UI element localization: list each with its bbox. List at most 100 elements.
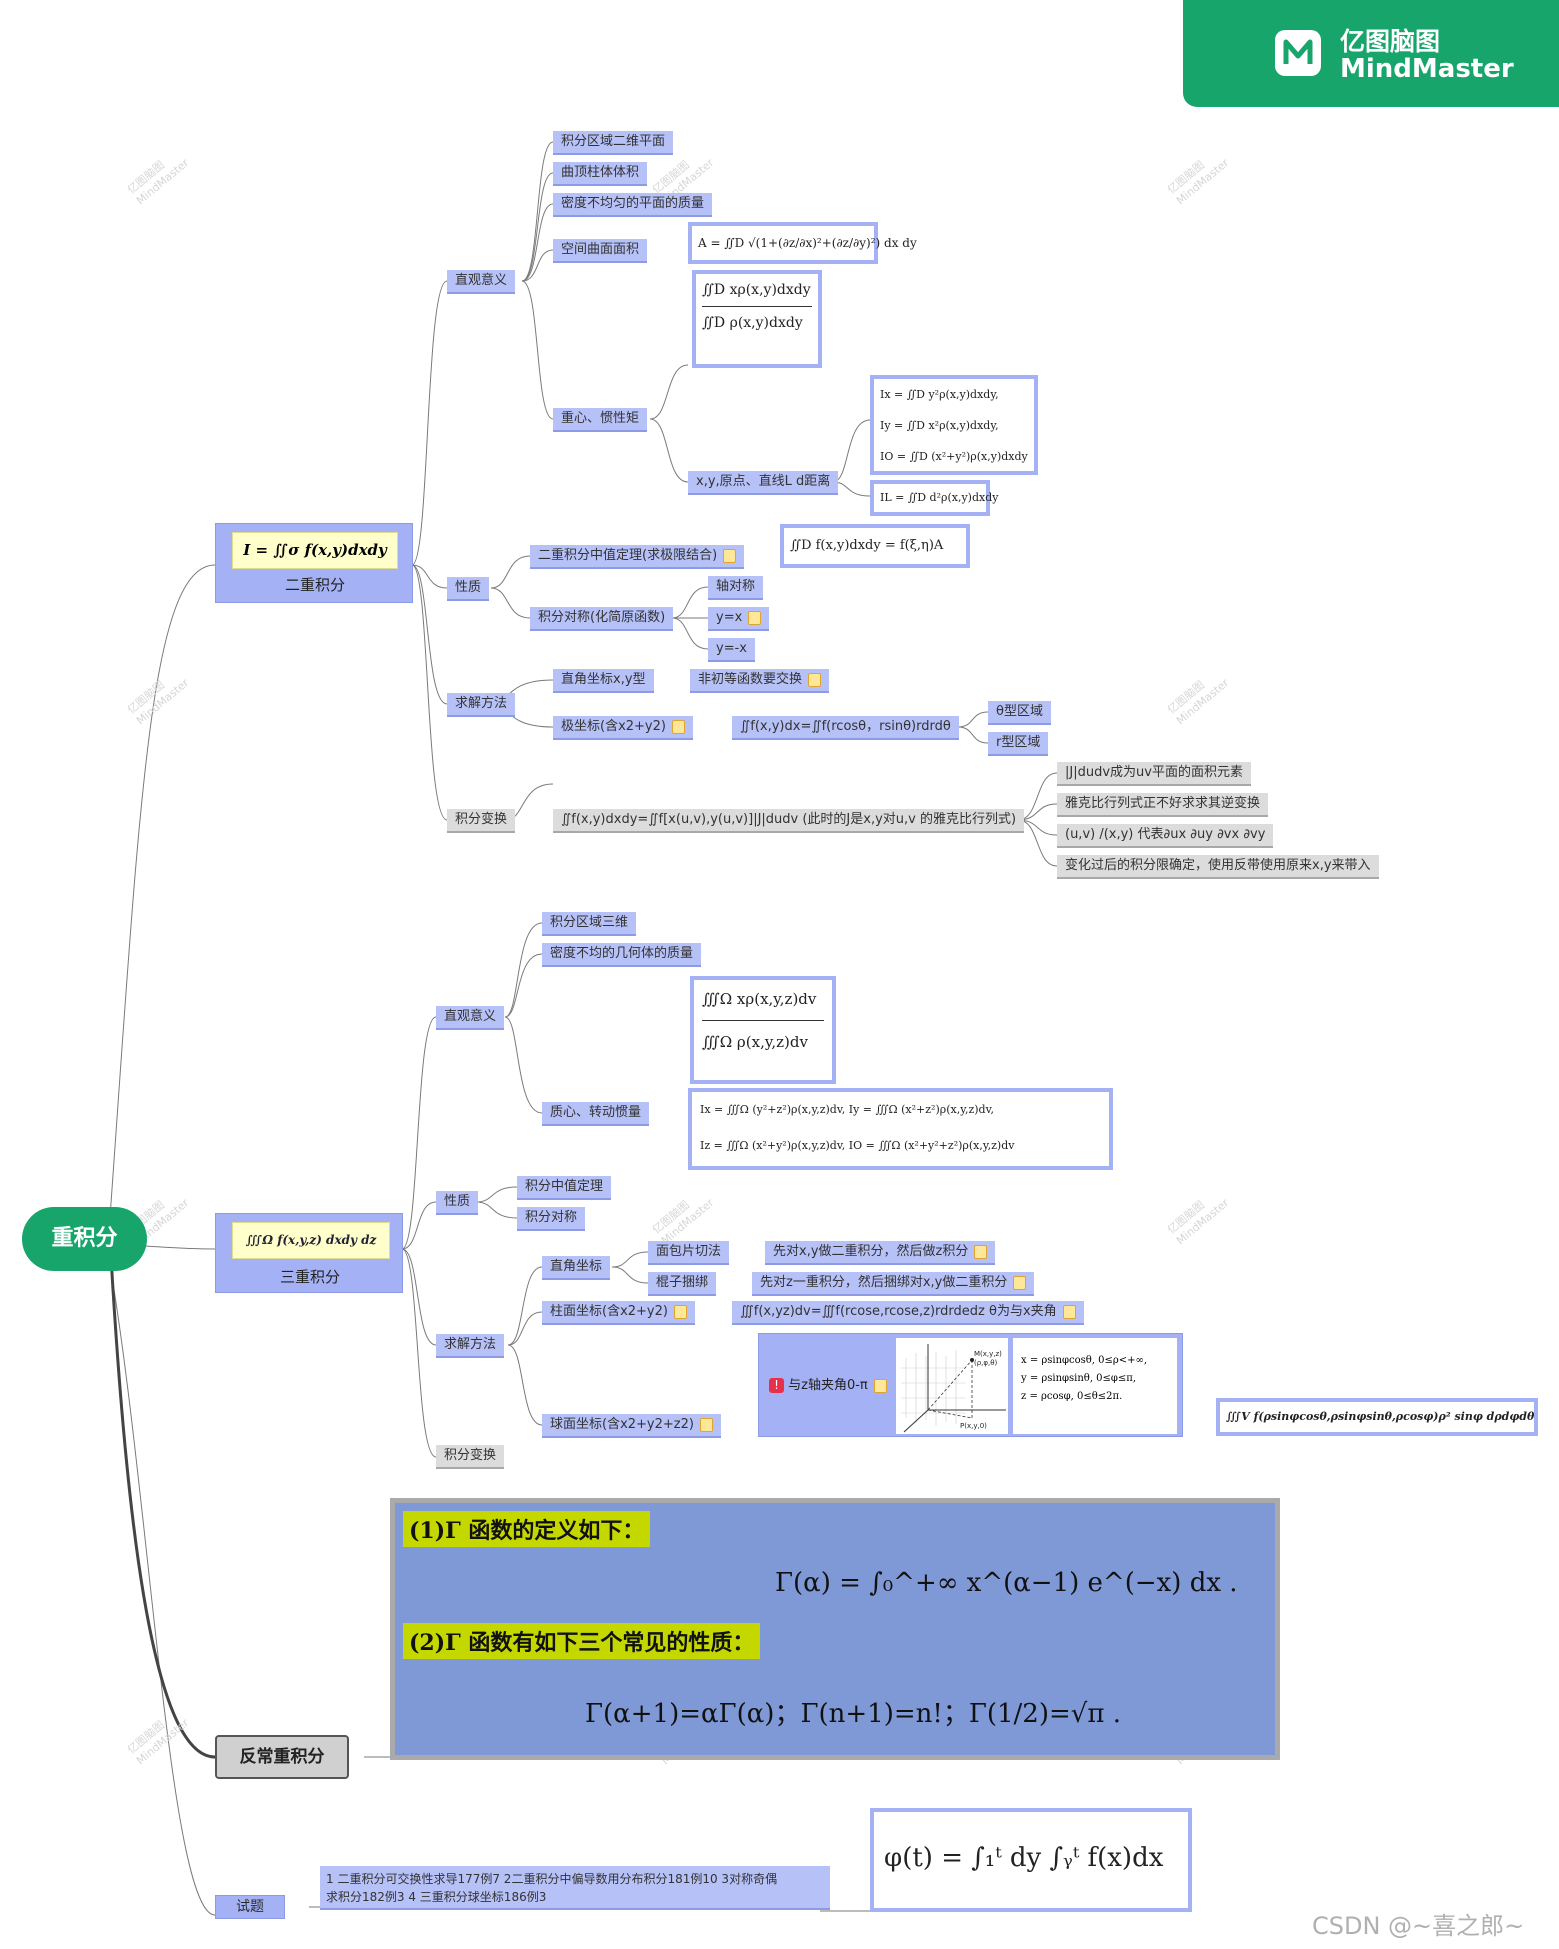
footer-credit: CSDN @~喜之郎~ (1312, 1912, 1525, 1940)
note-icon[interactable] (723, 548, 737, 563)
exam-text-line-2: 求积分182例3 4 三重积分球坐标186例3 (326, 1890, 547, 1904)
inertia-row: Iz = ∭Ω (x²+y²)ρ(x,y,z)dv, IO = ∭Ω (x²+y… (700, 1139, 1015, 1152)
triple-inertia-formulas: Ix = ∭Ω (y²+z²)ρ(x,y,z)dv, Iy = ∭Ω (x²+z… (688, 1088, 1113, 1170)
stick-note[interactable]: 先对z一重积分，然后捆绑对x,y做二重积分 (752, 1272, 1035, 1296)
note-icon[interactable] (873, 1378, 887, 1393)
cylinder-coord[interactable]: 柱面坐标(含x2+y2) (542, 1301, 695, 1325)
inertia-iy: Iy = ∬D x²ρ(x,y)dxdy, (880, 419, 999, 432)
slice-note[interactable]: 先对x,y做二重积分，然后做z积分 (765, 1241, 996, 1265)
sphere-angle-note: ! 与z轴夹角0-π (769, 1374, 887, 1393)
centroid-inertia[interactable]: 重心、惯性矩 (553, 408, 648, 432)
meaning-item[interactable]: 曲顶柱体体积 (553, 162, 648, 186)
transform-note[interactable]: |J|dudv成为uv平面的面积元素 (1057, 762, 1251, 786)
cylinder-text: 柱面坐标(含x2+y2) (550, 1304, 668, 1319)
symmetry-label[interactable]: 积分对称(化简原函数) (530, 607, 674, 631)
sphere-note-text: 与z轴夹角0-π (788, 1378, 868, 1393)
gamma-properties: Γ(α+1)=αΓ(α)；Γ(n+1)=n!；Γ(1/2)=√π . (585, 1699, 1121, 1729)
mvt-text: 二重积分中值定理(求极限结合) (538, 548, 718, 563)
note-icon[interactable] (673, 1304, 687, 1319)
mvt-formula: ∬D f(x,y)dxdy = f(ξ,η)A (780, 524, 970, 568)
note-icon[interactable] (974, 1244, 988, 1259)
inertia-ix: Ix = ∬D y²ρ(x,y)dxdy, (880, 388, 999, 401)
centroid-denominator: ∭Ω ρ(x,y,z)dv (702, 1033, 808, 1051)
sphere-eq-x: x = ρsinφcosθ, 0≤ρ<+∞, (1021, 1355, 1148, 1366)
point-m (970, 1358, 974, 1362)
rect-coord[interactable]: 直角坐标x,y型 (553, 669, 654, 693)
note-icon[interactable] (671, 719, 685, 734)
alert-icon: ! (769, 1378, 784, 1393)
triple-integral-topic[interactable]: ∭Ω f(x,y,z) dxdy dz 三重积分 (215, 1213, 403, 1293)
property-item[interactable]: 积分中值定理 (517, 1176, 612, 1200)
gamma-heading-2: (2)Γ 函数有如下三个常见的性质： (403, 1623, 761, 1659)
rect-coord[interactable]: 直角坐标 (542, 1256, 611, 1280)
symmetry-item[interactable]: y=x (708, 607, 770, 631)
sphere-text: 球面坐标(含x2+y2+z2) (550, 1417, 694, 1432)
inertia-io: IO = ∬D (x²+y²)ρ(x,y)dxdy (880, 450, 1028, 463)
region-type[interactable]: r型区域 (988, 732, 1049, 756)
surface-area-formula: A = ∬D √(1+(∂z/∂x)²+(∂z/∂y)²) dx dy (688, 222, 917, 264)
note-icon[interactable] (1062, 1304, 1076, 1319)
sphere-integral-formula: ∭V f(ρsinφcosθ,ρsinφsinθ,ρcosφ)ρ² sinφ d… (1216, 1398, 1538, 1436)
centroid-formula: ∬D xρ(x,y)dxdy ∬D ρ(x,y)dxdy (692, 270, 822, 368)
polar-formula[interactable]: ∬f(x,y)dx=∬f(rcosθ，rsinθ)rdrdθ (732, 716, 959, 740)
polar-coord[interactable]: 极坐标(含x2+y2) (553, 716, 693, 740)
double-method[interactable]: 求解方法 (447, 693, 516, 717)
sphere-eq-y: y = ρsinφsinθ, 0≤φ≤π, (1021, 1373, 1137, 1384)
symmetry-item[interactable]: 轴对称 (708, 576, 764, 600)
gamma-definition: Γ(α) = ∫₀^+∞ x^(α−1) e^(−x) dx . (775, 1568, 1238, 1598)
mindmaster-logo-icon (1275, 30, 1321, 76)
double-property[interactable]: 性质 (447, 577, 490, 601)
sphere-coord[interactable]: 球面坐标(含x2+y2+z2) (542, 1414, 721, 1438)
double-integral-topic[interactable]: I = ∬σ f(x,y)dxdy 二重积分 (215, 523, 413, 603)
double-meaning[interactable]: 直观意义 (447, 270, 516, 294)
distance-label[interactable]: x,y,原点、直线L d距离 (688, 471, 839, 495)
symmetry-item[interactable]: y=-x (708, 638, 755, 662)
root-topic[interactable]: 重积分 (22, 1207, 147, 1271)
point-m-polar-label: (ρ,φ,θ) (974, 1359, 998, 1367)
transform-note[interactable]: 变化过后的积分限确定，使用反带使用原来x,y来带入 (1057, 855, 1379, 879)
triple-method[interactable]: 求解方法 (436, 1334, 505, 1358)
triple-integral-formula: ∭Ω f(x,y,z) dxdy dz (232, 1222, 390, 1259)
transform-note[interactable]: 雅克比行列式正不好求求其逆变换 (1057, 793, 1269, 817)
transform-formula[interactable]: ∬f(x,y)dxdy=∬f[x(u,v),y(u,v)]|J|dudv (此时… (553, 809, 1025, 833)
property-item[interactable]: 积分对称 (517, 1207, 586, 1231)
exam-topic[interactable]: 试题 (215, 1895, 285, 1919)
double-integral-formula: I = ∬σ f(x,y)dxdy (232, 532, 398, 569)
mvt-label[interactable]: 二重积分中值定理(求极限结合) (530, 545, 745, 569)
triple-meaning[interactable]: 直观意义 (436, 1006, 505, 1030)
sphere-equations: x = ρsinφcosθ, 0≤ρ<+∞, y = ρsinφsinθ, 0≤… (1013, 1338, 1177, 1434)
region-type[interactable]: θ型区域 (988, 701, 1051, 725)
note-icon[interactable] (748, 610, 762, 625)
meaning-item[interactable]: 积分区域二维平面 (553, 131, 674, 155)
mindmaster-logo: 亿图脑图 MindMaster (1183, 0, 1559, 107)
double-integral-label: 二重积分 (284, 576, 345, 594)
centroid-denominator: ∬D ρ(x,y)dxdy (702, 315, 803, 331)
note-icon[interactable] (1013, 1275, 1027, 1290)
brand-name-en: MindMaster (1340, 54, 1514, 84)
triple-property[interactable]: 性质 (436, 1191, 479, 1215)
triple-transform[interactable]: 积分变换 (436, 1445, 505, 1469)
centroid-numerator: ∬D xρ(x,y)dxdy (702, 282, 811, 298)
gamma-heading-1: (1)Γ 函数的定义如下： (403, 1511, 651, 1547)
triple-inertia-label[interactable]: 质心、转动惯量 (542, 1102, 650, 1126)
meaning-item[interactable]: 积分区域三维 (542, 912, 637, 936)
rect-coord-note[interactable]: 非初等函数要交换 (690, 669, 830, 693)
improper-integral-topic[interactable]: 反常重积分 (215, 1735, 349, 1779)
meaning-item[interactable]: 空间曲面面积 (553, 239, 648, 263)
note-icon[interactable] (699, 1417, 713, 1432)
meaning-item[interactable]: 密度不均的几何体的质量 (542, 943, 702, 967)
transform-note[interactable]: (u,v) /(x,y) 代表∂ux ∂uy ∂vx ∂vy (1057, 824, 1274, 848)
rect-note-text: 非初等函数要交换 (698, 672, 803, 687)
slice-method[interactable]: 面包片切法 (648, 1241, 730, 1265)
sphere-detail-box[interactable]: ! 与z轴夹角0-π M(x,y,z) (ρ,φ,θ) P(x,y,0) x =… (758, 1333, 1183, 1437)
cylinder-formula[interactable]: ∭f(x,yz)dv=∭f(rcose,rcose,z)rdrdedz θ为与x… (732, 1301, 1084, 1325)
slice-note-text: 先对x,y做二重积分，然后做z积分 (773, 1244, 969, 1259)
double-transform[interactable]: 积分变换 (447, 809, 516, 833)
stick-method[interactable]: 棍子捆绑 (648, 1272, 717, 1296)
meaning-item[interactable]: 密度不均匀的平面的质量 (553, 193, 713, 217)
inertia-row: Ix = ∭Ω (y²+z²)ρ(x,y,z)dv, Iy = ∭Ω (x²+z… (700, 1103, 994, 1116)
note-icon[interactable] (808, 672, 822, 687)
brand-name-cn: 亿图脑图 (1340, 27, 1441, 56)
exam-text[interactable]: 1 二重积分可交换性求导177例7 2二重积分中偏导数用分布积分181例10 3… (320, 1866, 830, 1910)
